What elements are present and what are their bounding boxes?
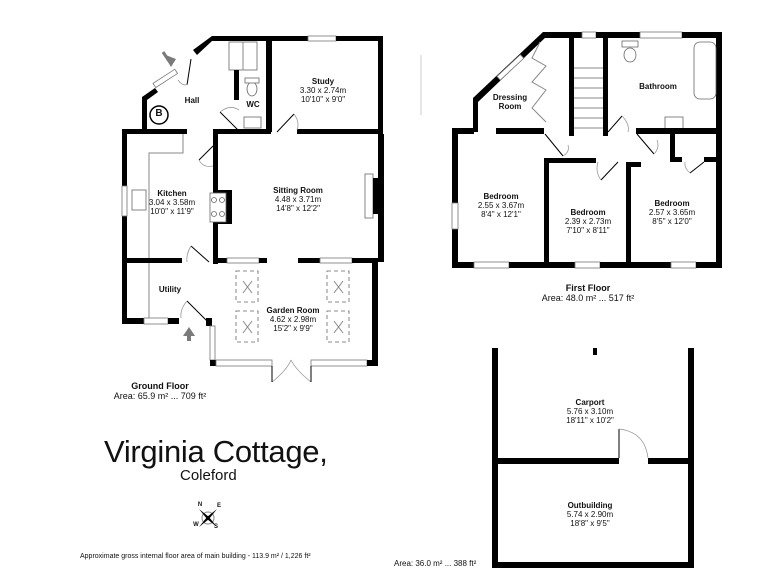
room-bedroom-1: Bedroom 2.55 x 3.67m 8'4'' x 12'1" [477,192,525,220]
compass-w-label: W [193,522,199,528]
hall-left-wall [142,97,147,130]
boiler-marker-icon [149,105,169,125]
room-study: Study 3.30 x 2.74m 10'10'' x 9'0" [299,77,347,105]
side-entrance-arrow-icon [183,327,195,336]
hob [209,192,227,223]
sitting-room-right-wall [378,134,384,262]
ff-left-wall [452,128,458,268]
staircase [574,67,603,129]
ground-floor-caption: Ground Floor Area: 65.9 m² ... 709 ft² [113,381,207,402]
garden-room-right-wall [372,262,378,364]
bathroom-window [639,31,683,39]
room-bedroom-3: Bedroom 2.57 x 3.65m 8'5" x 12'0" [648,199,696,227]
carport-outbuilding-divider [498,458,619,464]
wc-basin [243,116,262,129]
fireplace [364,173,374,219]
compass-e-label: E [216,503,222,509]
room-label-wc: WC [246,100,260,109]
bathtub [693,41,717,100]
compass-n-label: N [197,502,203,508]
room-carport: Carport 5.76 x 3.10m 18'11" x 10'2" [566,398,614,426]
hall-top-wall [212,36,274,41]
utility-window [143,317,169,325]
kitchen-left-wall [122,129,127,324]
bathroom-toilet [623,47,637,63]
compass-s-label: S [213,524,219,530]
kitchen-sink [131,189,147,211]
kitchen-top-wall [122,129,187,134]
first-floor-plan [451,31,722,269]
hall-angled-wall [193,36,212,55]
room-bedroom-2: Bedroom 2.39 x 2.73m 7'10" x 8'11" [564,208,612,236]
room-label-bathroom: Bathroom [639,82,677,91]
gross-area-footnote: Approximate gross internal floor area of… [80,553,311,560]
wc-right-wall [266,41,272,132]
study-window [307,35,337,42]
rooflights [235,270,350,343]
room-kitchen: Kitchen 3.04 x 3.58m 10'0'' x 11'9" [148,189,196,217]
property-title: Virginia Cottage, [104,434,328,469]
wc-left-wall [234,70,239,100]
compass-icon [199,509,217,527]
first-floor-caption: First Floor Area: 48.0 m² ... 517 ft² [541,283,635,304]
ground-floor-plan [121,35,384,383]
room-outbuilding: Outbuilding 5.74 x 2.90m 18'8" x 9'5" [566,501,614,529]
ff-right-wall [716,32,722,268]
boiler-marker-label: B [155,108,163,119]
room-dressing-room: Dressing Room [492,93,528,112]
kitchen-window [121,185,128,217]
utility-top-wall [122,258,182,263]
garden-room-window [226,257,260,264]
room-label-hall: Hall [184,96,200,105]
room-label-utility: Utility [158,285,182,294]
hall-window [152,68,179,89]
outbuildings-plan [492,348,694,568]
room-sitting-room: Sitting Room 4.48 x 3.71m 14'8" x 12'2" [273,186,323,214]
property-location: Coleford [180,467,237,484]
room-garden-room: Garden Room 4.62 x 2.98m 15'2" x 9'9" [266,306,320,334]
outbuildings-area: Area: 36.0 m² ... 388 ft² [394,559,477,568]
study-right-wall [378,36,383,136]
